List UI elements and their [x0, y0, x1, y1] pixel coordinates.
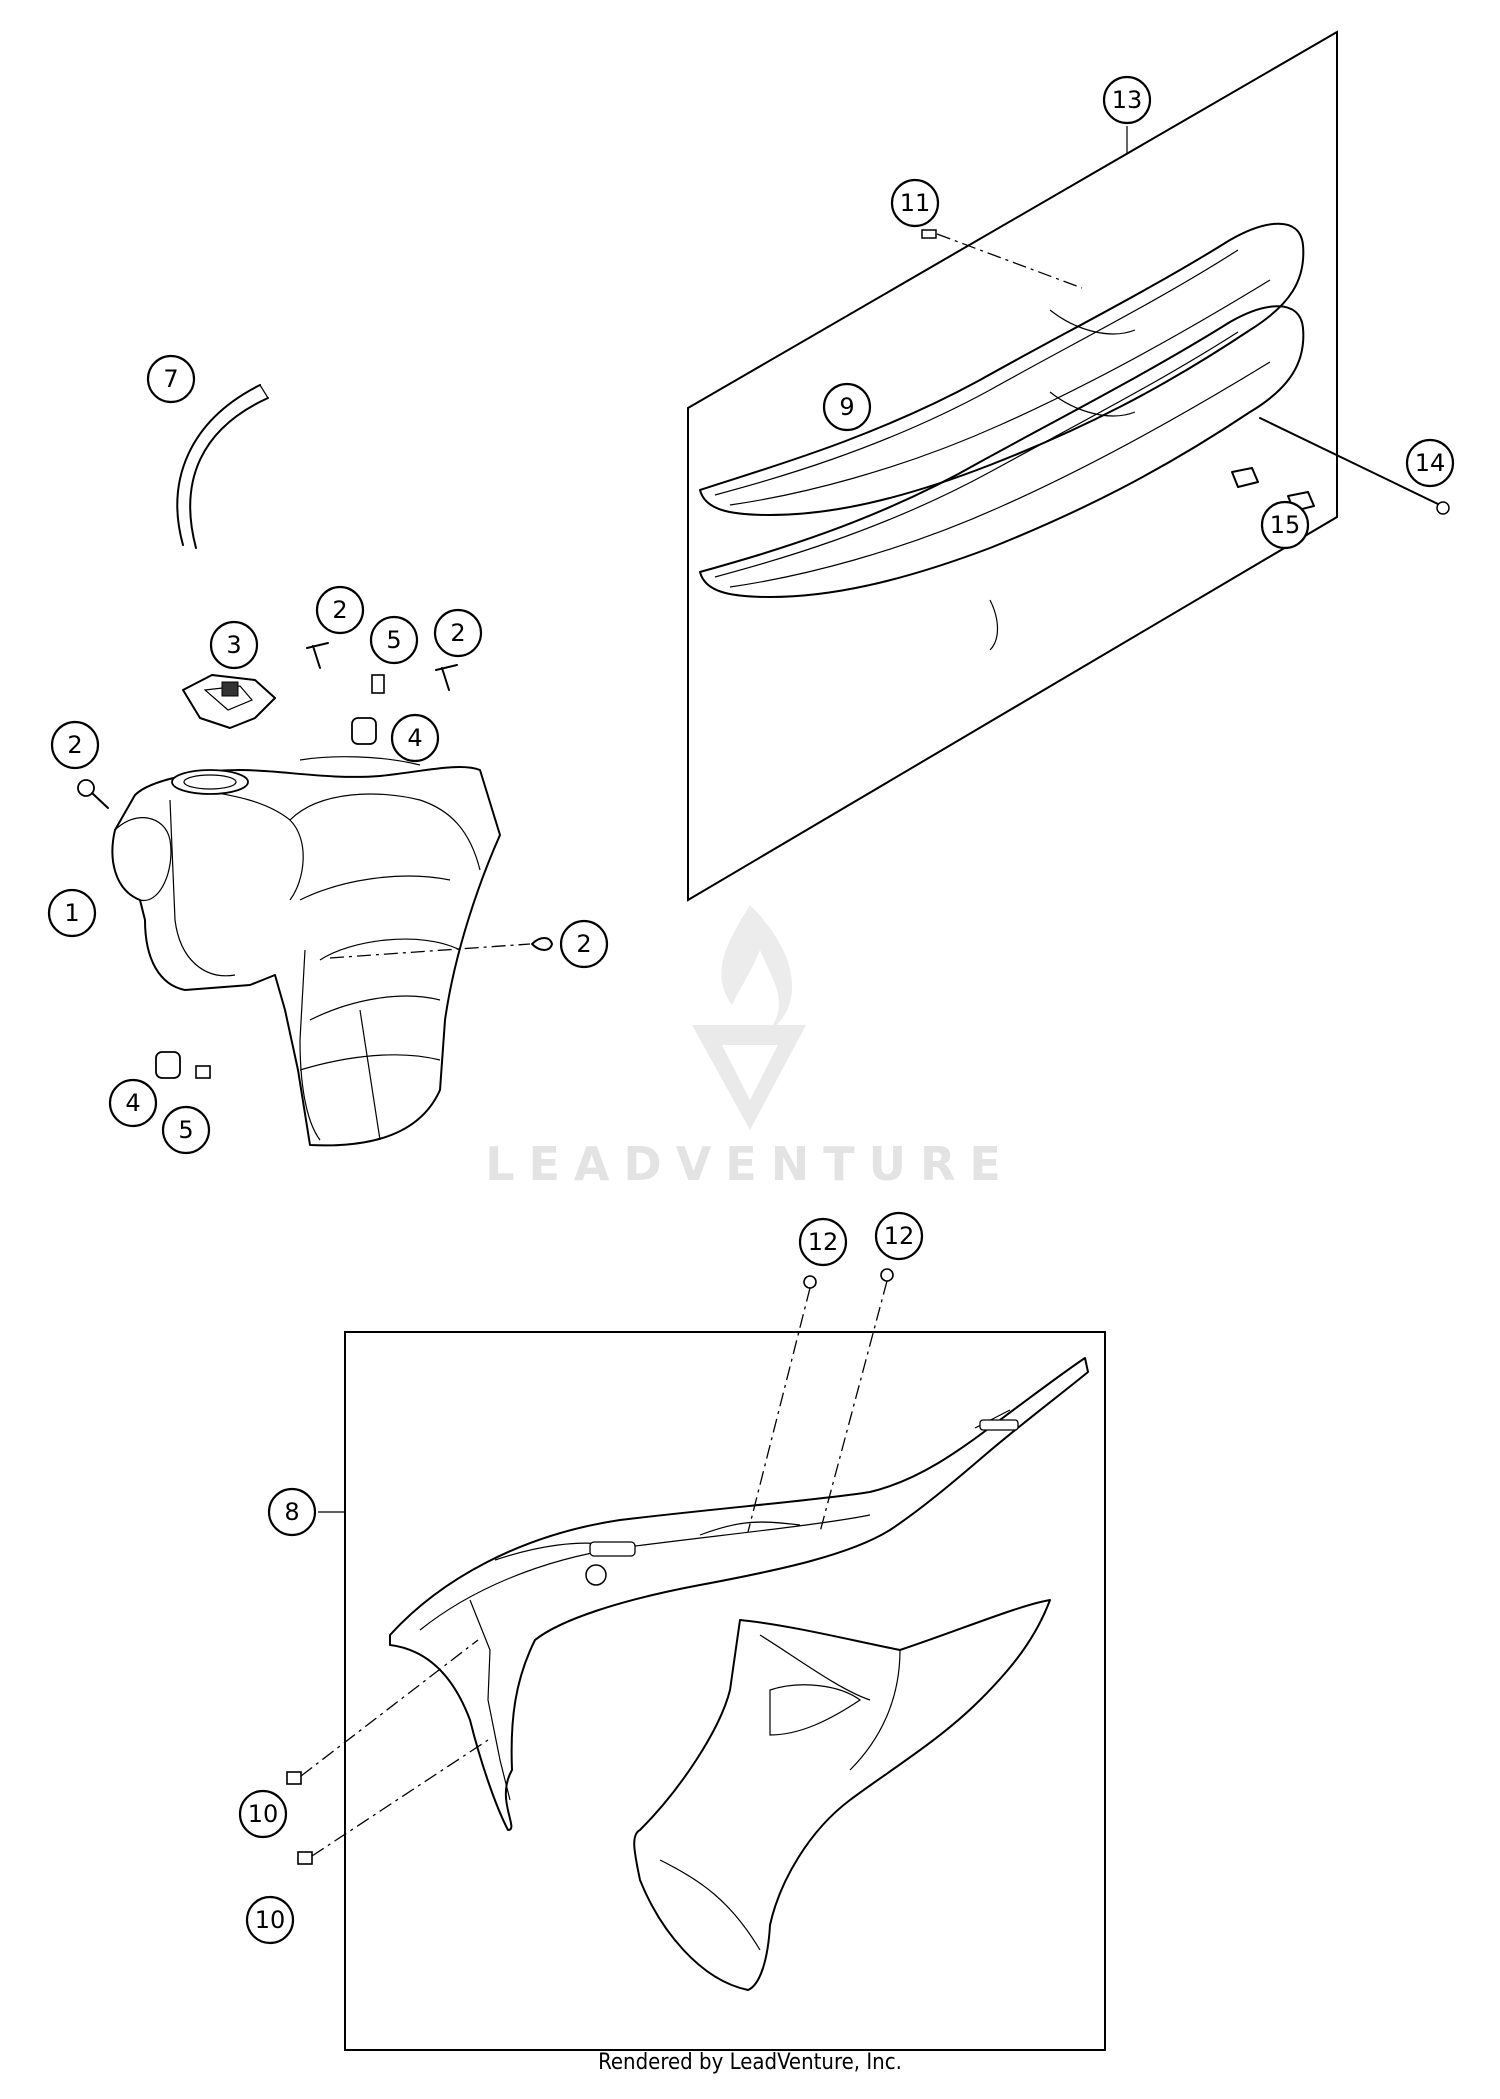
screw-2-right [531, 937, 553, 951]
callout-5-bottom[interactable]: 5 [161, 1105, 211, 1155]
seat-lower [699, 305, 1305, 651]
side-spoiler-lower [633, 1599, 1051, 1991]
svg-text:11: 11 [900, 189, 931, 217]
svg-text:12: 12 [808, 1228, 839, 1256]
bolt-14 [1259, 417, 1450, 515]
svg-text:14: 14 [1415, 449, 1446, 477]
screw-5-bottom [195, 1065, 211, 1079]
spoiler-kit-frame [344, 1331, 1106, 2051]
svg-text:13: 13 [1112, 86, 1143, 114]
screw-5-top [371, 674, 385, 694]
watermark-brand: LEADVENTURE [485, 1137, 1015, 1191]
callout-10-lower[interactable]: 10 [245, 1895, 295, 1945]
leader-10-lower [311, 1739, 489, 1857]
svg-text:2: 2 [450, 619, 465, 647]
callout-12-left[interactable]: 12 [798, 1217, 848, 1267]
svg-text:5: 5 [178, 1116, 193, 1144]
screw-10-lower [297, 1851, 313, 1865]
leader-10-upper [300, 1639, 479, 1777]
screw-2-top-right [435, 664, 458, 691]
fuel-hose-7 [176, 384, 269, 549]
callout-2-left[interactable]: 2 [50, 720, 100, 770]
callout-8[interactable]: 8 [267, 1487, 317, 1537]
callout-15[interactable]: 15 [1260, 500, 1310, 550]
callout-2-top-right[interactable]: 2 [433, 608, 483, 658]
seat-kit-frame [687, 30, 1338, 902]
svg-text:10: 10 [248, 1800, 279, 1828]
svg-text:10: 10 [255, 1906, 286, 1934]
svg-text:5: 5 [386, 626, 401, 654]
fuel-tank-1 [111, 756, 501, 1147]
leader-2-right [329, 943, 531, 959]
nut-12-left [803, 1275, 817, 1289]
svg-text:9: 9 [839, 393, 854, 421]
svg-text:15: 15 [1270, 511, 1301, 539]
callout-13[interactable]: 13 [1102, 75, 1152, 125]
svg-text:2: 2 [332, 596, 347, 624]
callout-5-top[interactable]: 5 [369, 615, 419, 665]
svg-text:2: 2 [67, 731, 82, 759]
screw-10-upper [286, 1771, 302, 1785]
screw-2-top-left [306, 642, 329, 669]
screw-2-left [77, 779, 109, 809]
callout-4-top[interactable]: 4 [390, 713, 440, 763]
callout-14[interactable]: 14 [1405, 438, 1455, 488]
callout-4-bottom[interactable]: 4 [108, 1078, 158, 1128]
callout-12-right[interactable]: 12 [874, 1211, 924, 1261]
leader-12-left [747, 1287, 811, 1533]
svg-text:3: 3 [226, 631, 241, 659]
seat-upper [699, 222, 1305, 516]
bushing-4-top [351, 717, 377, 745]
footer-credit: Rendered by LeadVenture, Inc. [598, 2050, 902, 2075]
svg-text:12: 12 [884, 1222, 915, 1250]
leadventure-watermark: LEADVENTURE [485, 905, 1015, 1191]
callout-3[interactable]: 3 [209, 620, 259, 670]
callout-2-top-left[interactable]: 2 [315, 585, 365, 635]
callout-2-right[interactable]: 2 [559, 919, 609, 969]
callout-1[interactable]: 1 [47, 888, 97, 938]
nut-12-right [880, 1268, 894, 1282]
leader-11 [936, 233, 1083, 289]
bolt-11 [921, 229, 937, 239]
callout-9[interactable]: 9 [822, 382, 872, 432]
svg-text:8: 8 [284, 1498, 299, 1526]
callout-11[interactable]: 11 [890, 178, 940, 228]
svg-text:4: 4 [407, 724, 422, 752]
callout-7[interactable]: 7 [146, 354, 196, 404]
svg-text:2: 2 [576, 930, 591, 958]
svg-text:7: 7 [163, 365, 178, 393]
svg-text:1: 1 [64, 899, 79, 927]
leader-12-right [819, 1280, 888, 1533]
callout-10-upper[interactable]: 10 [238, 1789, 288, 1839]
svg-text:4: 4 [125, 1089, 140, 1117]
side-spoiler-upper [389, 1357, 1089, 1831]
fuel-cap-3 [182, 674, 276, 729]
bushing-4-bottom [155, 1051, 181, 1079]
